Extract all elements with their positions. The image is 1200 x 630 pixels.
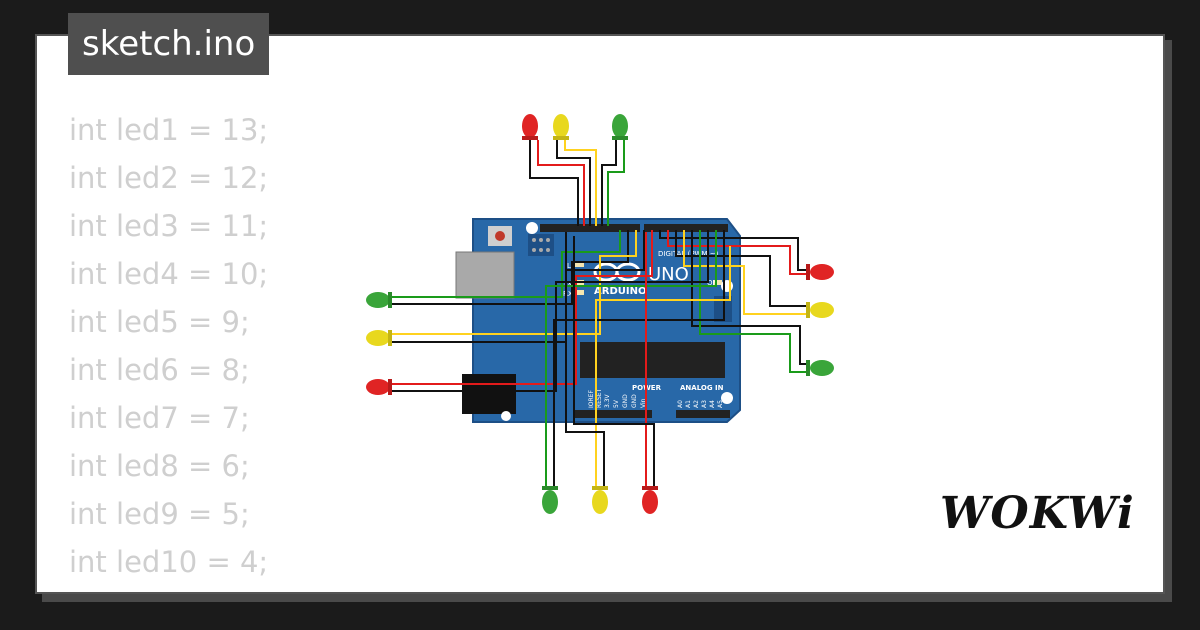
wire[interactable] xyxy=(564,140,597,226)
wires xyxy=(392,140,808,486)
led-bottom-red[interactable] xyxy=(642,486,658,514)
analog-header xyxy=(676,410,730,418)
pin-label: A0 xyxy=(677,400,684,408)
wire[interactable] xyxy=(691,230,808,365)
wire[interactable] xyxy=(556,140,591,226)
wire[interactable] xyxy=(595,246,731,486)
led-left-green[interactable] xyxy=(366,292,392,308)
file-tab-sketch[interactable]: sketch.ino xyxy=(68,13,270,75)
pin-label: A1 xyxy=(685,400,692,408)
wire[interactable] xyxy=(392,230,621,298)
wire[interactable] xyxy=(573,236,655,486)
wire[interactable] xyxy=(392,230,709,392)
pin-label: RESET xyxy=(596,388,603,408)
tx-label: TX xyxy=(562,280,572,288)
wire[interactable] xyxy=(607,140,625,226)
board-brand: ARDUINO xyxy=(594,286,646,297)
code-line: int led6 = 8; xyxy=(69,353,250,387)
pin-label: A5 xyxy=(717,400,724,408)
atmega-chip xyxy=(580,342,725,378)
code-line: int led7 = 7; xyxy=(69,401,250,435)
code-line: int led8 = 6; xyxy=(69,449,250,483)
digital-header-1 xyxy=(540,224,640,232)
led-top-red[interactable] xyxy=(522,114,538,140)
analog-label: ANALOG IN xyxy=(680,384,724,392)
code-line: int led5 = 9; xyxy=(69,305,250,339)
code-line: int led10 = 4; xyxy=(69,545,269,579)
code-line: int led3 = 11; xyxy=(69,209,269,243)
digital-header-2 xyxy=(644,224,728,232)
power-jack xyxy=(462,374,516,414)
pin-label: 5V xyxy=(613,399,620,408)
pin-label: A2 xyxy=(693,400,700,408)
code-editor: int led1 = 13; int led2 = 12; int led3 =… xyxy=(69,106,269,592)
code-line: int led1 = 13; xyxy=(69,113,269,147)
led-left-red[interactable] xyxy=(366,379,392,395)
wire[interactable] xyxy=(392,230,629,305)
pin-label: GND xyxy=(631,394,638,408)
led-top-yellow[interactable] xyxy=(553,114,569,140)
led-right-red[interactable] xyxy=(806,264,834,280)
wire[interactable] xyxy=(392,230,653,385)
led-bottom-yellow[interactable] xyxy=(592,486,608,514)
wire[interactable] xyxy=(601,140,617,226)
rx-label: RX xyxy=(563,290,573,298)
digital-label: DIGITAL (PWM ~) xyxy=(658,250,719,258)
wire[interactable] xyxy=(392,230,637,335)
wire[interactable] xyxy=(659,230,808,271)
power-header xyxy=(574,410,652,418)
led-bottom-green[interactable] xyxy=(542,486,558,514)
led-right-green[interactable] xyxy=(806,360,834,376)
led-left-yellow[interactable] xyxy=(366,330,392,346)
led-top-green[interactable] xyxy=(612,114,628,140)
pin-label: Vin xyxy=(640,398,647,408)
wire[interactable] xyxy=(667,230,808,275)
pin-label: 3.3V xyxy=(604,393,611,408)
wire[interactable] xyxy=(537,140,585,226)
code-line: int led4 = 10; xyxy=(69,257,269,291)
on-label: ON xyxy=(707,279,718,287)
pin-label: A4 xyxy=(709,400,716,408)
board-model: UNO xyxy=(648,264,689,285)
wire[interactable] xyxy=(675,230,808,307)
code-line: int led9 = 5; xyxy=(69,497,250,531)
wire[interactable] xyxy=(545,230,717,486)
wire[interactable] xyxy=(553,230,725,486)
wire[interactable] xyxy=(529,140,579,226)
led-right-yellow[interactable] xyxy=(806,302,834,318)
pin-label: A3 xyxy=(701,400,708,408)
pin-label: GND xyxy=(622,394,629,408)
l-label: L xyxy=(567,262,571,270)
usb-port xyxy=(455,251,515,299)
code-line: int led2 = 12; xyxy=(69,161,269,195)
wokwi-logo: WOKWi xyxy=(940,488,1135,539)
pin-label: IOREF xyxy=(588,390,595,408)
wire[interactable] xyxy=(565,232,605,486)
wire[interactable] xyxy=(683,230,808,315)
